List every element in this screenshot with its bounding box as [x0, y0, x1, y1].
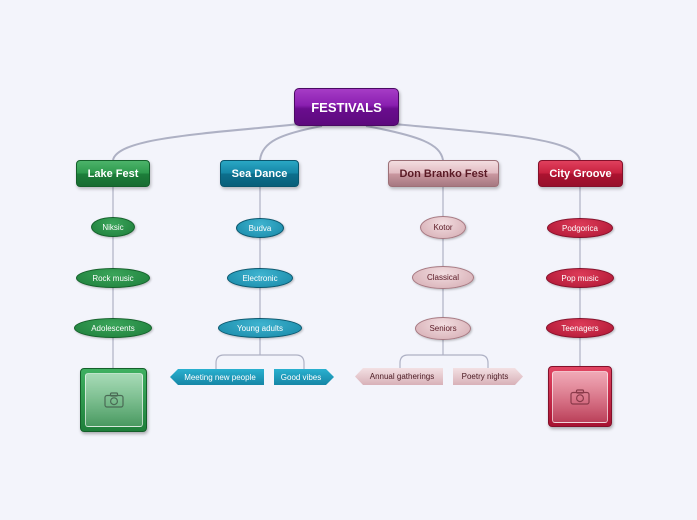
tag-don-branko-2[interactable]: Poetry nights: [453, 368, 523, 385]
subtopic-label: Kotor: [433, 223, 453, 232]
branch-label: Lake Fest: [87, 167, 139, 180]
tag-label: Poetry nights: [461, 372, 509, 381]
link-don-branko-tag-2: [443, 354, 489, 369]
image-placeholder-city-groove[interactable]: [548, 366, 612, 427]
subtopic-sea-dance-genre[interactable]: Electronic: [227, 268, 293, 288]
subtopic-sea-dance-city[interactable]: Budva: [236, 218, 284, 238]
subtopic-label: Teenagers: [561, 323, 599, 333]
link-sea-dance-tag-1: [215, 354, 260, 369]
subtopic-label: Niksic: [102, 222, 124, 232]
subtopic-don-branko-city[interactable]: Kotor: [420, 216, 466, 239]
subtopic-city-groove-audience[interactable]: Teenagers: [546, 318, 614, 338]
link-root-lake-fest: [112, 123, 301, 161]
tag-label: Good vibes: [280, 372, 322, 382]
link-sea-dance-tag-2: [260, 354, 305, 369]
tag-don-branko-1[interactable]: Annual gatherings: [355, 368, 443, 385]
link-don-branko-tag-1: [399, 354, 443, 369]
branch-sea-dance[interactable]: Sea Dance: [220, 160, 299, 187]
branch-lake-fest[interactable]: Lake Fest: [76, 160, 150, 187]
branch-don-branko-fest[interactable]: Don Branko Fest: [388, 160, 499, 187]
tag-label: Annual gatherings: [369, 372, 435, 381]
camera-icon: [570, 388, 590, 405]
camera-icon: [103, 392, 124, 408]
branch-label: City Groove: [549, 167, 612, 180]
root-topic-label: FESTIVALS: [311, 99, 382, 115]
link-root-city-groove: [393, 123, 581, 161]
subtopic-lake-fest-genre[interactable]: Rock music: [76, 268, 150, 288]
branch-label: Sea Dance: [231, 167, 288, 180]
subtopic-city-groove-genre[interactable]: Pop music: [546, 268, 614, 288]
subtopic-sea-dance-audience[interactable]: Young adults: [218, 318, 302, 338]
subtopic-don-branko-genre[interactable]: Classical: [412, 266, 474, 289]
tag-label: Meeting new people: [184, 372, 256, 382]
subtopic-label: Young adults: [237, 323, 283, 333]
subtopic-label: Seniors: [429, 324, 457, 333]
subtopic-label: Budva: [248, 223, 272, 233]
link-root-sea-dance: [259, 125, 323, 161]
link-root-don-branko-fest: [365, 125, 444, 161]
branch-label: Don Branko Fest: [399, 167, 488, 180]
subtopic-lake-fest-audience[interactable]: Adolescents: [74, 318, 152, 338]
branch-city-groove[interactable]: City Groove: [538, 160, 623, 187]
subtopic-label: Electronic: [242, 273, 278, 283]
subtopic-label: Classical: [426, 273, 459, 282]
subtopic-lake-fest-city[interactable]: Niksic: [91, 217, 135, 237]
subtopic-label: Podgorica: [561, 223, 599, 233]
subtopic-label: Adolescents: [91, 323, 135, 333]
tag-sea-dance-2[interactable]: Good vibes: [274, 369, 334, 385]
image-placeholder-lake-fest[interactable]: [80, 368, 147, 432]
subtopic-don-branko-audience[interactable]: Seniors: [415, 317, 471, 340]
subtopic-city-groove-city[interactable]: Podgorica: [547, 218, 613, 238]
subtopic-label: Rock music: [92, 273, 134, 283]
tag-sea-dance-1[interactable]: Meeting new people: [170, 369, 264, 385]
subtopic-label: Pop music: [561, 273, 599, 283]
root-topic[interactable]: FESTIVALS: [294, 88, 399, 126]
